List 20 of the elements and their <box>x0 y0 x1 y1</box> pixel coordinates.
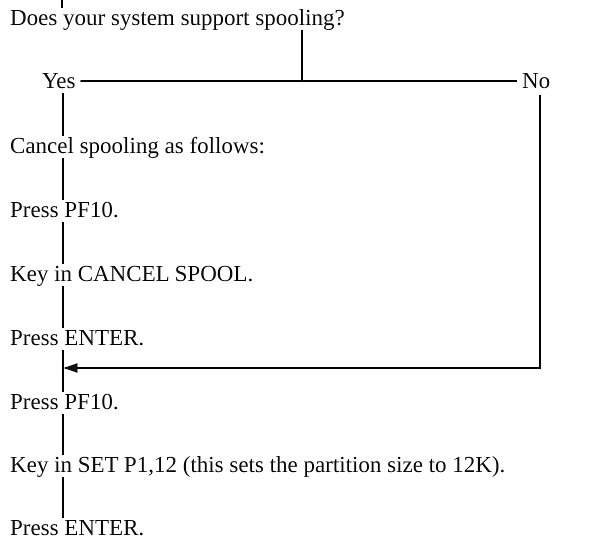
connector-line <box>61 0 63 8</box>
connector-line <box>62 222 64 264</box>
connector-line <box>62 286 64 328</box>
connector-line <box>62 350 64 392</box>
connector-line <box>301 30 517 82</box>
step-text: Key in CANCEL SPOOL. <box>10 261 254 287</box>
arrow <box>64 95 541 373</box>
step-text: Press PF10. <box>10 197 119 223</box>
connector-line <box>62 414 64 455</box>
step-text: No <box>522 68 550 94</box>
connector-line <box>62 158 64 200</box>
step-text: Press PF10. <box>10 389 119 415</box>
connector-line <box>62 93 64 136</box>
step-text: Cancel spooling as follows: <box>10 133 265 159</box>
step-text: Press ENTER. <box>10 325 144 351</box>
step-text: Does your system support spooling? <box>10 5 345 31</box>
step-text: Key in SET P1,12 (this sets the partition size to 12K). <box>10 452 506 478</box>
step-text: Press ENTER. <box>10 515 144 541</box>
connector-line <box>62 477 64 518</box>
step-text: Yes <box>42 68 76 94</box>
